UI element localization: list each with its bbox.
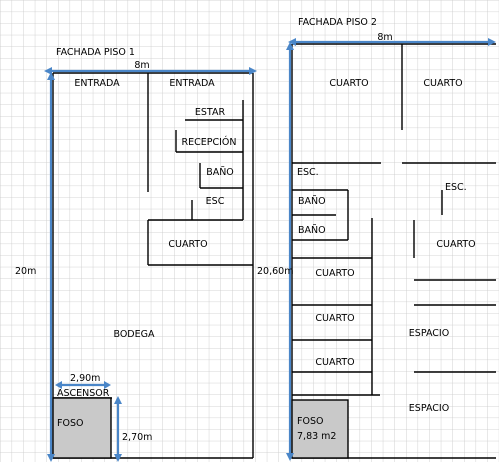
ascensor-width-arrow-left [55,381,62,389]
room-cuarto-lower-1: CUARTO [315,313,354,324]
room-entrada-left: ENTRADA [74,78,120,89]
room-esc-right: ESC. [445,182,467,193]
floor1-width-arrow-left [44,67,52,75]
room-cuarto-right-mid: CUARTO [436,239,475,250]
floor2-width-arrow-right [488,38,496,46]
floor1-height-arrow-top [47,72,55,80]
floor1-foso-box [52,397,112,459]
room-ascensor: ASCENSOR [57,388,110,399]
floor2-dimensions [286,38,496,461]
room-cuarto: CUARTO [168,239,207,250]
room-foso: FOSO [57,418,83,429]
floor2-width-arrow-left [288,38,296,46]
floor2-labels: FACHADA PISO 2 8m 20,60m CUARTO CUARTO E… [257,17,476,442]
room-entrada-right: ENTRADA [169,78,215,89]
room-cuarto-top-right: CUARTO [423,78,462,89]
foso-area-label: 7,83 m2 [297,431,336,442]
room-cuarto-top-left: CUARTO [329,78,368,89]
room-esc: ESC [206,196,225,207]
floor2-foso-box [291,399,349,459]
floor1-title: FACHADA PISO 1 [56,47,135,58]
room-recepcion: RECEPCIÓN [182,136,237,148]
floor1-plan [52,72,254,459]
ascensor-width-label: 2,90m [70,373,100,384]
floor1-width-label: 8m [134,60,149,71]
floor1-height-label: 20m [15,266,36,277]
ascensor-height-arrow-bottom [114,454,122,462]
room-cuarto-mid: CUARTO [315,268,354,279]
floor2-height-arrow-top [286,42,294,50]
floor1-labels: FACHADA PISO 1 8m 20m ENTRADA ENTRADA ES… [15,47,237,443]
ascensor-height-arrow-top [114,396,122,404]
room-bano: BAÑO [206,167,234,178]
room-bodega: BODEGA [113,329,155,340]
floor2-plan [291,43,496,459]
floor2-width-label: 8m [377,32,392,43]
floor2-height-arrow-bottom [286,453,294,461]
floor2-height-label: 20,60m [257,266,293,277]
room-cuarto-lower-2: CUARTO [315,357,354,368]
room-estar: ESTAR [195,107,226,118]
floor1-dimensions [44,67,257,462]
ascensor-width-arrow-right [104,381,111,389]
room-foso-floor2: FOSO [297,416,323,427]
floor2-title: FACHADA PISO 2 [298,17,377,28]
floor1-height-arrow-bottom [47,454,55,462]
room-espacio-2: ESPACIO [409,403,449,414]
room-bano-2: BAÑO [298,225,326,236]
room-bano-1: BAÑO [298,196,326,207]
room-espacio-1: ESPACIO [409,328,449,339]
ascensor-height-label: 2,70m [122,432,152,443]
room-esc-left: ESC. [297,167,319,178]
floor1-width-arrow-right [249,67,257,75]
